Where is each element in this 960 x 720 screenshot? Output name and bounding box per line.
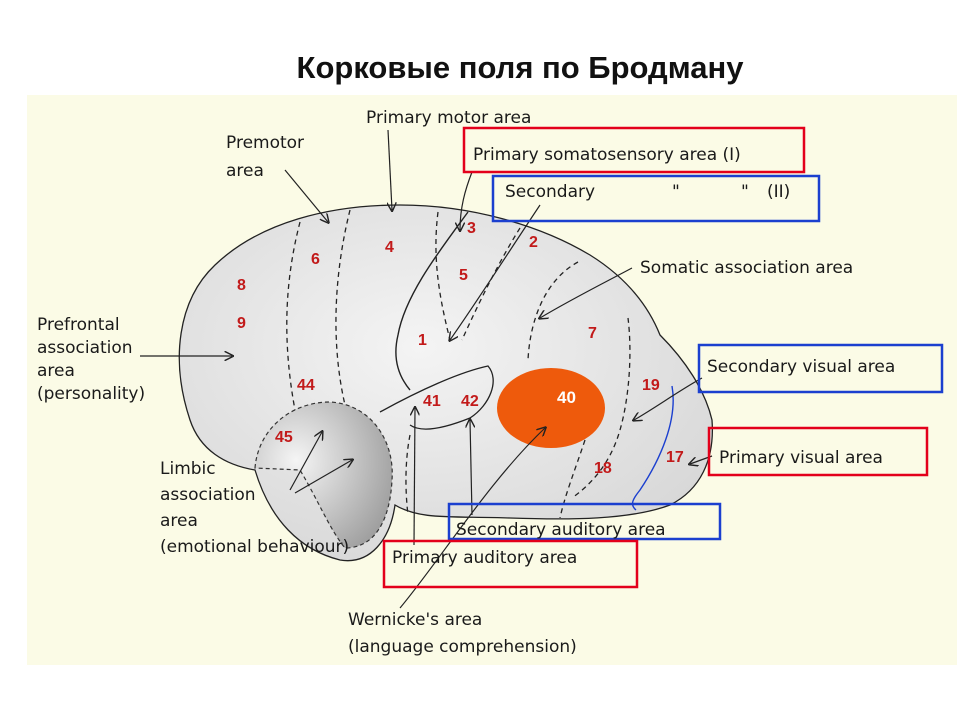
central-sulcus xyxy=(395,211,469,391)
label-premotor-2: area xyxy=(226,161,264,181)
sulcus-line xyxy=(559,439,586,519)
brodmann-6: 6 xyxy=(311,251,320,268)
limbic-region xyxy=(254,401,393,549)
label-prefrontal-3: area xyxy=(37,361,75,381)
brodmann-19: 19 xyxy=(642,377,660,394)
arrow-somatic-association xyxy=(540,267,633,318)
label-limbic-2: association xyxy=(160,485,256,505)
brodmann-40: 40 xyxy=(557,388,576,407)
sulcus-line xyxy=(527,261,579,361)
box-secondary-somatosensory xyxy=(491,174,821,223)
label-prefrontal-4: (personality) xyxy=(37,384,145,404)
label-secondary-roman: (II) xyxy=(767,182,790,202)
label-wernicke-1: Wernicke's area xyxy=(348,610,482,630)
label-secondary-quote-1: " xyxy=(672,182,680,202)
label-primary-motor: Primary motor area xyxy=(366,108,531,128)
lateral-fissure xyxy=(379,365,494,430)
label-somatic-association: Somatic association area xyxy=(640,258,853,278)
brodmann-41: 41 xyxy=(423,393,441,410)
box-primary-somatosensory xyxy=(462,126,806,174)
sulcus-line xyxy=(435,211,451,341)
arrow-somatosensory xyxy=(460,171,473,230)
label-prefrontal-1: Prefrontal xyxy=(37,315,120,335)
brodmann-42: 42 xyxy=(461,393,479,410)
arrow-premotor xyxy=(284,169,328,222)
label-limbic-4: (emotional behaviour) xyxy=(160,537,349,557)
label-secondary-quote-2: " xyxy=(741,182,749,202)
box-primary-visual xyxy=(707,426,929,477)
brodmann-8: 8 xyxy=(237,277,246,294)
label-prefrontal-2: association xyxy=(37,338,133,358)
sulcus-line xyxy=(571,317,631,499)
box-primary-auditory xyxy=(382,539,639,589)
brodmann-3: 3 xyxy=(467,220,476,237)
brodmann-5: 5 xyxy=(459,267,468,284)
sulcus-line xyxy=(405,434,411,516)
page-title: Корковые поля по Бродману xyxy=(296,50,744,85)
sulcus-line xyxy=(335,209,351,406)
label-primary-visual: Primary visual area xyxy=(719,448,883,468)
arrow-limbic-1 xyxy=(289,432,322,491)
brodmann-4: 4 xyxy=(385,239,394,256)
area-40-highlight xyxy=(497,368,605,448)
brain-outline xyxy=(178,204,714,562)
arrow-primary-motor xyxy=(388,129,392,210)
label-primary-auditory: Primary auditory area xyxy=(392,548,577,568)
label-secondary-visual: Secondary visual area xyxy=(707,357,895,377)
arrow-limbic-2 xyxy=(294,460,352,494)
label-secondary: Secondary xyxy=(505,182,595,202)
arrow-secondary-visual xyxy=(634,377,703,420)
brodmann-9: 9 xyxy=(237,315,246,332)
arrow-secondary-auditory xyxy=(470,420,472,516)
label-secondary-auditory: Secondary auditory area xyxy=(456,520,666,540)
box-secondary-visual xyxy=(697,343,944,394)
brodmann-2: 2 xyxy=(529,234,538,251)
brodmann-17: 17 xyxy=(666,449,684,466)
brodmann-44: 44 xyxy=(297,377,315,394)
label-limbic-3: area xyxy=(160,511,198,531)
label-primary-somatosensory: Primary somatosensory area (I) xyxy=(473,145,741,165)
arrow-primary-auditory xyxy=(414,408,415,546)
brodmann-45: 45 xyxy=(275,429,293,446)
arrow-wernicke xyxy=(399,428,545,609)
brodmann-18: 18 xyxy=(594,460,612,477)
sulcus-line xyxy=(461,227,521,341)
sulcus-line xyxy=(286,221,301,411)
label-wernicke-2: (language comprehension) xyxy=(348,637,577,657)
brodmann-7: 7 xyxy=(588,325,597,342)
brodmann-1: 1 xyxy=(418,332,427,349)
label-limbic-1: Limbic xyxy=(160,459,216,479)
label-premotor-1: Premotor xyxy=(226,133,304,153)
box-secondary-auditory xyxy=(447,502,722,541)
